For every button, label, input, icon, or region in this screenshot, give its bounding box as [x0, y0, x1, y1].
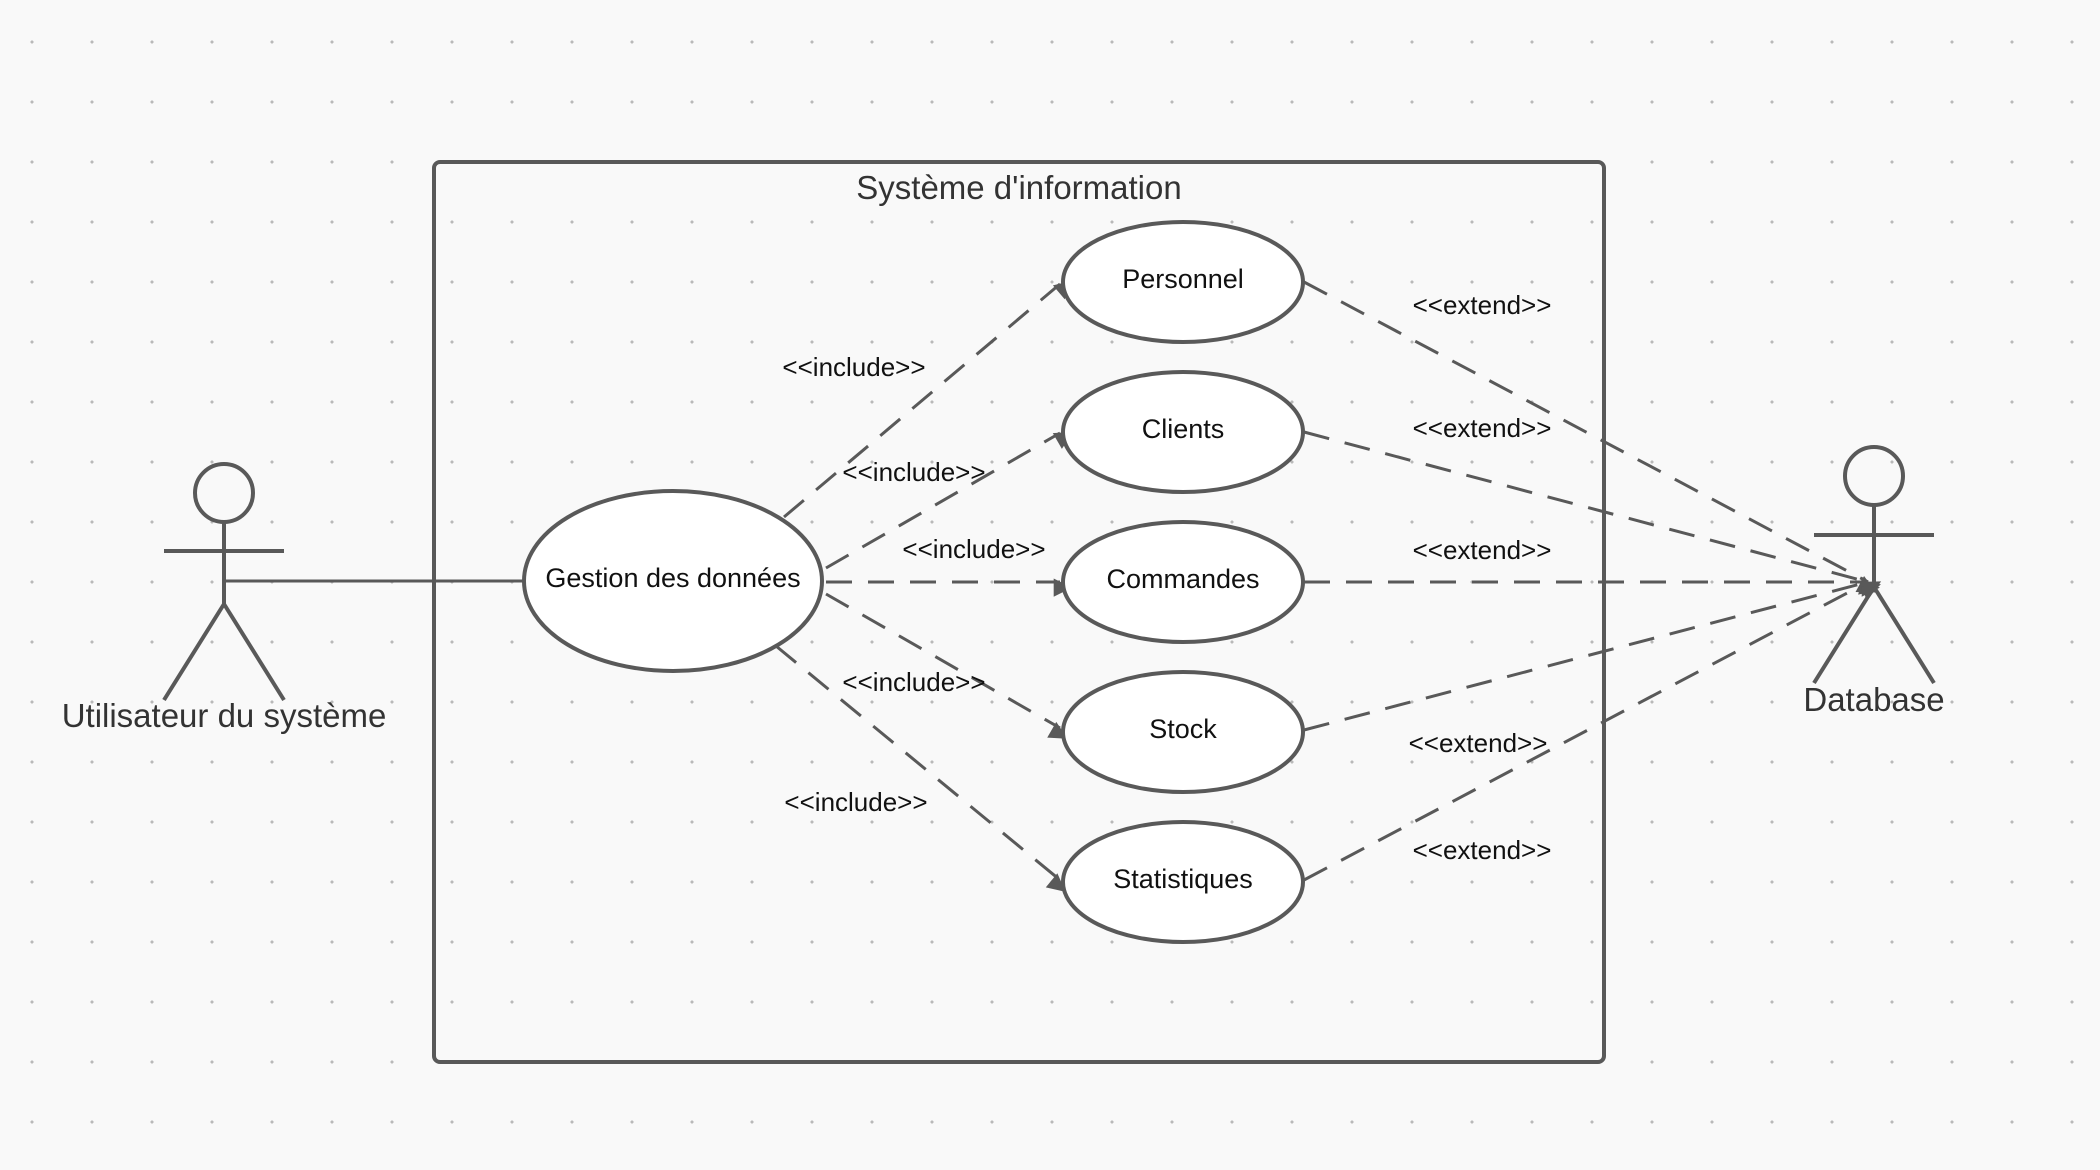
- include-arrow-personnel[interactable]: [783, 280, 1073, 519]
- extend-label-clients: <<extend>>: [1413, 413, 1552, 443]
- use-case-label: Gestion des données: [545, 563, 800, 593]
- actor-user[interactable]: Utilisateur du système: [62, 462, 387, 734]
- extend-arrow-clients[interactable]: [1303, 430, 1879, 595]
- extend-arrow-statistiques[interactable]: [1303, 580, 1882, 882]
- use-case-label: Stock: [1149, 714, 1217, 744]
- stick-figure-icon: [1812, 445, 1936, 685]
- use-case-label: Personnel: [1122, 264, 1244, 294]
- extend-label-commandes: <<extend>>: [1413, 535, 1552, 565]
- include-arrow-stock[interactable]: [825, 592, 1068, 739]
- use-case-gestion[interactable]: Gestion des données: [522, 489, 824, 673]
- use-case-label: Commandes: [1106, 564, 1259, 594]
- use-case-commandes[interactable]: Commandes: [1061, 520, 1305, 644]
- include-arrow-clients[interactable]: [825, 431, 1074, 570]
- system-title: Système d'information: [856, 169, 1181, 206]
- include-label-personnel: <<include>>: [782, 352, 925, 382]
- use-case-personnel[interactable]: Personnel: [1061, 220, 1305, 344]
- use-case-label: Statistiques: [1113, 864, 1253, 894]
- include-label-commandes: <<include>>: [902, 534, 1045, 564]
- extend-label-stock: <<extend>>: [1409, 728, 1548, 758]
- extend-label-personnel: <<extend>>: [1413, 290, 1552, 320]
- use-case-statistiques[interactable]: Statistiques: [1061, 820, 1305, 944]
- include-label-clients: <<include>>: [842, 457, 985, 487]
- use-case-clients[interactable]: Clients: [1061, 370, 1305, 494]
- extend-arrow-personnel[interactable]: [1303, 280, 1876, 593]
- actor-database[interactable]: Database: [1803, 445, 1945, 718]
- system-boundary[interactable]: [432, 160, 1606, 1064]
- extend-arrow-stock[interactable]: [1303, 580, 1881, 732]
- include-label-statistiques: <<include>>: [784, 787, 927, 817]
- extend-label-statistiques: <<extend>>: [1413, 835, 1552, 865]
- use-case-label: Clients: [1142, 414, 1225, 444]
- use-case-stock[interactable]: Stock: [1061, 670, 1305, 794]
- actor-label: Utilisateur du système: [62, 697, 387, 734]
- include-label-stock: <<include>>: [842, 667, 985, 697]
- stick-figure-icon: [162, 462, 286, 702]
- actor-label: Database: [1803, 681, 1944, 718]
- include-arrow-statistiques[interactable]: [775, 644, 1066, 892]
